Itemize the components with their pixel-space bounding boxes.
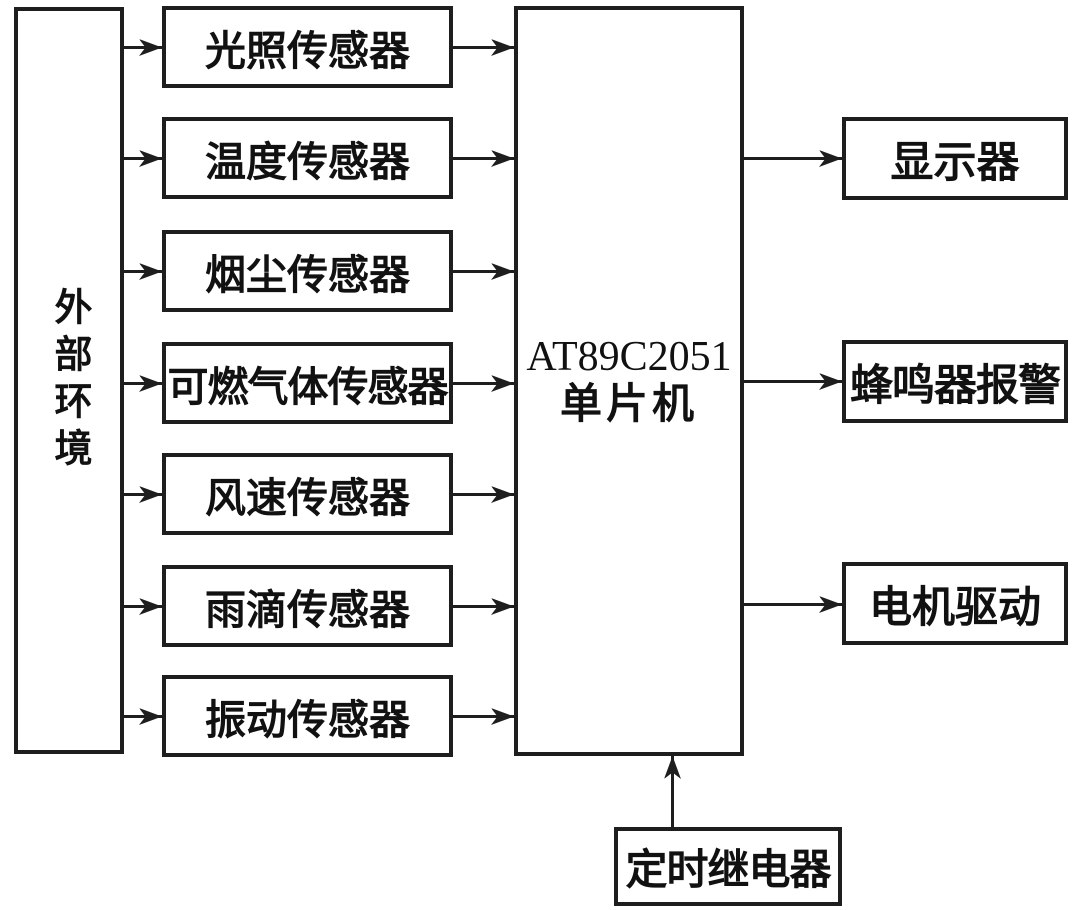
wind-speed-sensor-label: 风速传感器	[205, 475, 410, 521]
arrow-env-to-wind-speed-sensor	[124, 493, 162, 496]
mcu-model-label: AT89C2051	[526, 333, 732, 380]
arrow-env-to-combustible-gas-sensor	[124, 382, 162, 385]
arrow-env-to-light-sensor	[124, 46, 162, 49]
combustible-gas-sensor-box: 可燃气体传感器	[162, 342, 453, 424]
arrow-smoke-dust-sensor-to-mcu	[453, 270, 514, 273]
smoke-dust-sensor-label: 烟尘传感器	[205, 252, 410, 298]
raindrop-sensor-box: 雨滴传感器	[162, 565, 453, 647]
arrow-env-to-temperature-sensor	[124, 157, 162, 160]
motor-drive-label: 电机驱动	[869, 584, 1041, 632]
timer-relay-label: 定时继电器	[625, 848, 831, 894]
motor-drive-box: 电机驱动	[842, 562, 1068, 645]
display-box: 显示器	[842, 117, 1068, 200]
external-environment-label: 外部环境	[48, 286, 90, 475]
arrow-env-to-raindrop-sensor	[124, 605, 162, 608]
timer-relay-box: 定时继电器	[614, 827, 842, 906]
arrow-timer-relay-to-mcu	[671, 756, 674, 827]
arrow-vibration-sensor-to-mcu	[453, 715, 514, 718]
arrow-mcu-to-display	[744, 157, 842, 160]
wind-speed-sensor-box: 风速传感器	[162, 453, 453, 535]
vibration-sensor-label: 振动传感器	[205, 697, 410, 743]
external-environment-box: 外部环境	[14, 7, 124, 754]
light-sensor-label: 光照传感器	[205, 28, 410, 74]
mcu-box: AT89C2051 单片机	[514, 6, 744, 756]
arrow-raindrop-sensor-to-mcu	[453, 605, 514, 608]
arrow-mcu-to-motor-drive	[744, 603, 842, 606]
arrow-wind-speed-sensor-to-mcu	[453, 493, 514, 496]
arrow-mcu-to-buzzer-alarm	[744, 380, 842, 383]
arrow-env-to-smoke-dust-sensor	[124, 270, 162, 273]
arrow-light-sensor-to-mcu	[453, 46, 514, 49]
buzzer-alarm-label: 蜂鸣器报警	[850, 362, 1061, 410]
raindrop-sensor-label: 雨滴传感器	[205, 587, 410, 633]
light-sensor-box: 光照传感器	[162, 6, 453, 88]
mcu-type-label: 单片机	[559, 382, 698, 428]
vibration-sensor-box: 振动传感器	[162, 675, 453, 757]
arrow-env-to-vibration-sensor	[124, 715, 162, 718]
temperature-sensor-box: 温度传感器	[162, 117, 453, 199]
combustible-gas-sensor-label: 可燃气体传感器	[167, 364, 449, 410]
display-label: 显示器	[890, 139, 1020, 187]
arrow-combustible-gas-sensor-to-mcu	[453, 382, 514, 385]
smoke-dust-sensor-box: 烟尘传感器	[162, 230, 453, 312]
buzzer-alarm-box: 蜂鸣器报警	[842, 340, 1068, 423]
arrow-temperature-sensor-to-mcu	[453, 157, 514, 160]
temperature-sensor-label: 温度传感器	[205, 139, 410, 185]
